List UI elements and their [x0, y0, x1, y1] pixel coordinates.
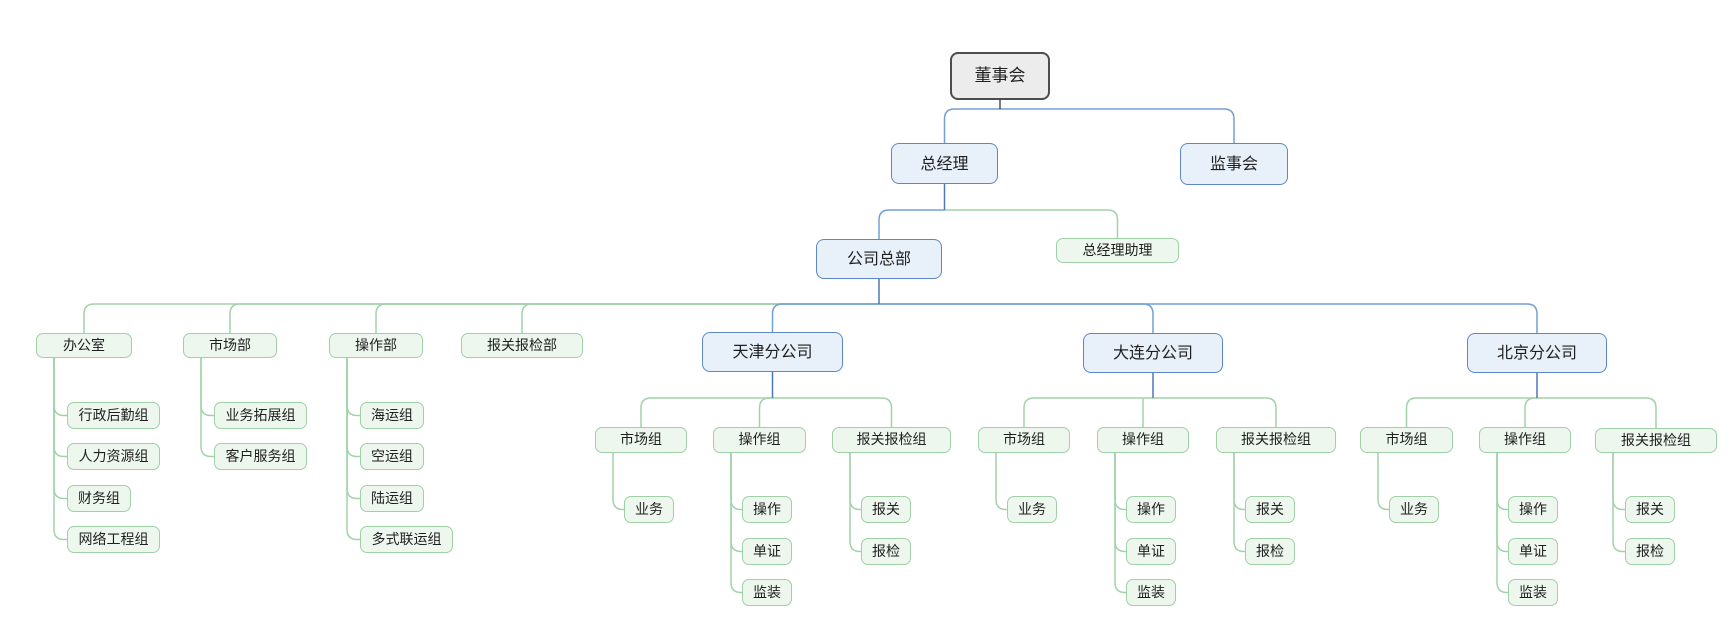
- connector-line: [943, 108, 1000, 143]
- node-bj-documentation[interactable]: 单证: [1508, 538, 1558, 565]
- connector-line: [346, 358, 360, 500]
- connector-line: [375, 303, 879, 333]
- node-beijing-branch[interactable]: 北京分公司: [1467, 333, 1607, 373]
- connector-line: [995, 453, 1007, 511]
- connector-line: [771, 303, 879, 332]
- node-office[interactable]: 办公室: [36, 333, 132, 358]
- node-tj-inspection[interactable]: 报检: [861, 538, 911, 565]
- connector-line: [758, 397, 773, 427]
- node-dl-business[interactable]: 业务: [1007, 496, 1057, 523]
- node-dl-supervision[interactable]: 监装: [1126, 579, 1176, 606]
- node-marketing-dept[interactable]: 市场部: [183, 333, 277, 358]
- node-dl-documentation[interactable]: 单证: [1126, 538, 1176, 565]
- connector-line: [1000, 108, 1235, 143]
- node-tj-customs[interactable]: 报关报检组: [832, 427, 951, 453]
- node-tianjin-branch[interactable]: 天津分公司: [702, 332, 843, 372]
- node-dl-declaration[interactable]: 报关: [1245, 496, 1295, 523]
- connector-line: [612, 453, 624, 511]
- node-tj-marketing[interactable]: 市场组: [595, 427, 687, 453]
- node-bj-business[interactable]: 业务: [1389, 496, 1439, 523]
- connector-line: [1496, 453, 1508, 511]
- connector-line: [346, 358, 360, 541]
- connector-line: [1405, 397, 1537, 427]
- connector-line: [1612, 453, 1625, 511]
- node-board[interactable]: 董事会: [950, 52, 1050, 100]
- node-multimodal-transport[interactable]: 多式联运组: [360, 526, 453, 553]
- connector-line: [772, 397, 893, 427]
- connector-line: [53, 358, 67, 417]
- node-bj-declaration[interactable]: 报关: [1625, 496, 1675, 523]
- connector-line: [730, 453, 742, 511]
- connector-line: [200, 358, 214, 458]
- node-sea-freight[interactable]: 海运组: [360, 402, 424, 429]
- connector-line: [1233, 453, 1245, 511]
- connector-line: [1524, 397, 1537, 427]
- connector-line: [879, 303, 1154, 333]
- connector-line: [879, 303, 1538, 333]
- node-air-freight[interactable]: 空运组: [360, 443, 424, 470]
- connector-line: [730, 453, 742, 594]
- connector-line: [730, 453, 742, 553]
- connector-line: [53, 358, 67, 458]
- connector-line: [1496, 453, 1508, 553]
- connector-line: [1023, 397, 1153, 427]
- node-bj-handling[interactable]: 操作: [1508, 496, 1558, 523]
- connector-line: [346, 358, 360, 458]
- node-tj-operations[interactable]: 操作组: [713, 427, 806, 453]
- node-tj-supervision[interactable]: 监装: [742, 579, 792, 606]
- connector-line: [1114, 453, 1126, 594]
- connector-line: [849, 453, 861, 511]
- node-dl-inspection[interactable]: 报检: [1245, 538, 1295, 565]
- node-network-engineering[interactable]: 网络工程组: [67, 526, 160, 553]
- node-tj-documentation[interactable]: 单证: [742, 538, 792, 565]
- connector-line: [1496, 453, 1508, 594]
- connector-line: [521, 303, 879, 333]
- node-operations-dept[interactable]: 操作部: [329, 333, 423, 358]
- node-bj-inspection[interactable]: 报检: [1625, 538, 1675, 565]
- connector-line: [200, 358, 214, 417]
- connector-line: [944, 209, 1119, 238]
- node-human-resources[interactable]: 人力资源组: [67, 443, 160, 470]
- node-dl-customs[interactable]: 报关报检组: [1216, 427, 1336, 453]
- node-finance[interactable]: 财务组: [67, 485, 131, 512]
- node-customer-service[interactable]: 客户服务组: [214, 443, 307, 470]
- node-customs-dept[interactable]: 报关报检部: [461, 333, 583, 358]
- node-dl-marketing[interactable]: 市场组: [978, 427, 1070, 453]
- connector-line: [1612, 453, 1625, 553]
- connector-line: [1114, 453, 1126, 511]
- connector-line: [1233, 453, 1245, 553]
- node-dl-operations[interactable]: 操作组: [1097, 427, 1189, 453]
- connector-line: [1114, 453, 1126, 553]
- node-company-hq[interactable]: 公司总部: [816, 239, 942, 279]
- node-dalian-branch[interactable]: 大连分公司: [1083, 333, 1223, 373]
- node-bj-operations[interactable]: 操作组: [1479, 427, 1571, 453]
- node-tj-business[interactable]: 业务: [624, 496, 674, 523]
- connector-line: [640, 397, 773, 427]
- node-bj-marketing[interactable]: 市场组: [1360, 427, 1453, 453]
- node-land-freight[interactable]: 陆运组: [360, 485, 424, 512]
- connector-line: [53, 358, 67, 541]
- connector-line: [53, 358, 67, 500]
- connector-line: [878, 209, 945, 239]
- node-dl-handling[interactable]: 操作: [1126, 496, 1176, 523]
- node-tj-handling[interactable]: 操作: [742, 496, 792, 523]
- node-business-development[interactable]: 业务拓展组: [214, 402, 307, 429]
- node-tj-declaration[interactable]: 报关: [861, 496, 911, 523]
- node-supervisory-board[interactable]: 监事会: [1180, 143, 1288, 185]
- connector-line: [1153, 397, 1277, 427]
- node-gm-assistant[interactable]: 总经理助理: [1056, 238, 1179, 263]
- node-bj-supervision[interactable]: 监装: [1508, 579, 1558, 606]
- connector-line: [1537, 397, 1657, 428]
- connector-line: [346, 358, 360, 417]
- connector-line: [229, 303, 879, 333]
- node-admin-logistics[interactable]: 行政后勤组: [67, 402, 160, 429]
- node-bj-customs[interactable]: 报关报检组: [1595, 428, 1717, 453]
- connector-line: [1377, 453, 1389, 511]
- connector-line: [83, 303, 879, 333]
- connector-line: [849, 453, 861, 553]
- node-general-manager[interactable]: 总经理: [891, 143, 998, 184]
